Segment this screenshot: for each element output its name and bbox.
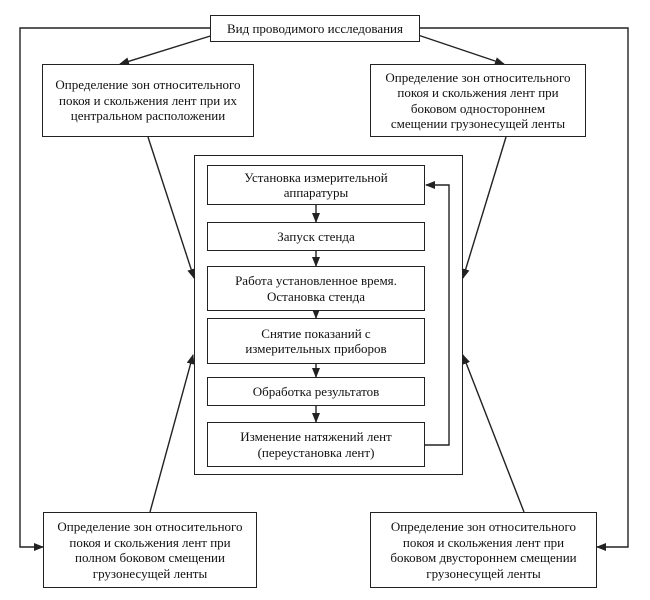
box-text-line: грузонесущей ленты	[426, 565, 541, 581]
box-text: Изменение натяжений лент(переустановка л…	[240, 429, 391, 460]
arrow-bottom-right-to-frame	[462, 354, 525, 513]
box-text-line: Определение зон относительного	[57, 519, 243, 534]
step-run-and-stop: Работа установленное время.Остановка сте…	[207, 266, 425, 311]
box-text-line: Определение зон относительного	[55, 77, 241, 93]
arrow-top-to-top-right	[411, 32, 505, 65]
arrow-bottom-left-to-frame	[149, 354, 195, 513]
box-text-line: покоя и скольжения лент при их	[59, 92, 237, 108]
box-text-line: Обработка результатов	[252, 383, 380, 399]
box-text: Вид проводимого исследования	[227, 21, 403, 37]
box-text-line: Работа установленное время.	[235, 273, 397, 288]
box-text: Обработка результатов	[253, 384, 380, 400]
box-text-line: грузонесущей ленты	[92, 565, 208, 581]
arrow-top-to-top-left	[119, 32, 221, 66]
box-text-line: Определение зон относительного	[385, 69, 571, 85]
box-text-line: Определение зон относительного	[390, 519, 577, 534]
box-text-line: Снятие показаний с	[261, 325, 371, 341]
procedure-frame	[194, 155, 463, 475]
step-start-stand: Запуск стенда	[207, 222, 425, 251]
box-text-line: измерительных приборов	[245, 341, 387, 356]
arrow-top-to-bottom-right	[420, 27, 629, 551]
box-text-line: Установка измерительной	[244, 169, 388, 185]
box-text-line: Изменение натяжений лент	[240, 429, 392, 444]
box-text-line: Запуск стенда	[277, 228, 355, 244]
arrow-top-right-to-frame	[461, 136, 507, 279]
box-text-line: смещении грузонесущей ленты	[390, 116, 566, 131]
arrow-loop-back	[425, 181, 450, 446]
box-text-line: боковом двустороннем смещении	[390, 550, 577, 565]
arrow-top-left-to-frame	[147, 136, 196, 279]
box-text: Работа установленное время.Остановка сте…	[235, 273, 397, 304]
arrow-top-to-bottom-left	[19, 27, 210, 551]
box-text-line: полном боковом смещении	[75, 550, 225, 565]
box-text-line: (переустановка лент)	[257, 444, 375, 460]
box-text-line: Остановка стенда	[266, 288, 366, 304]
box-text-line: Вид проводимого исследования	[226, 20, 403, 36]
box-text-line: покоя и скольжения лент при	[402, 534, 565, 550]
box-text: Запуск стенда	[277, 229, 354, 245]
box-text-line: покоя и скольжения лент при	[69, 534, 231, 550]
box-text-line: покоя и скольжения лент при	[397, 85, 559, 100]
step-change-tension: Изменение натяжений лент(переустановка л…	[207, 422, 425, 467]
box-text-line: аппаратуры	[283, 185, 349, 200]
step-process-results: Обработка результатов	[207, 377, 425, 406]
box-text-line: боковом одностороннем	[410, 100, 546, 116]
box-text-line: центральном расположении	[70, 108, 226, 124]
research-type-box: Вид проводимого исследования	[210, 15, 420, 42]
